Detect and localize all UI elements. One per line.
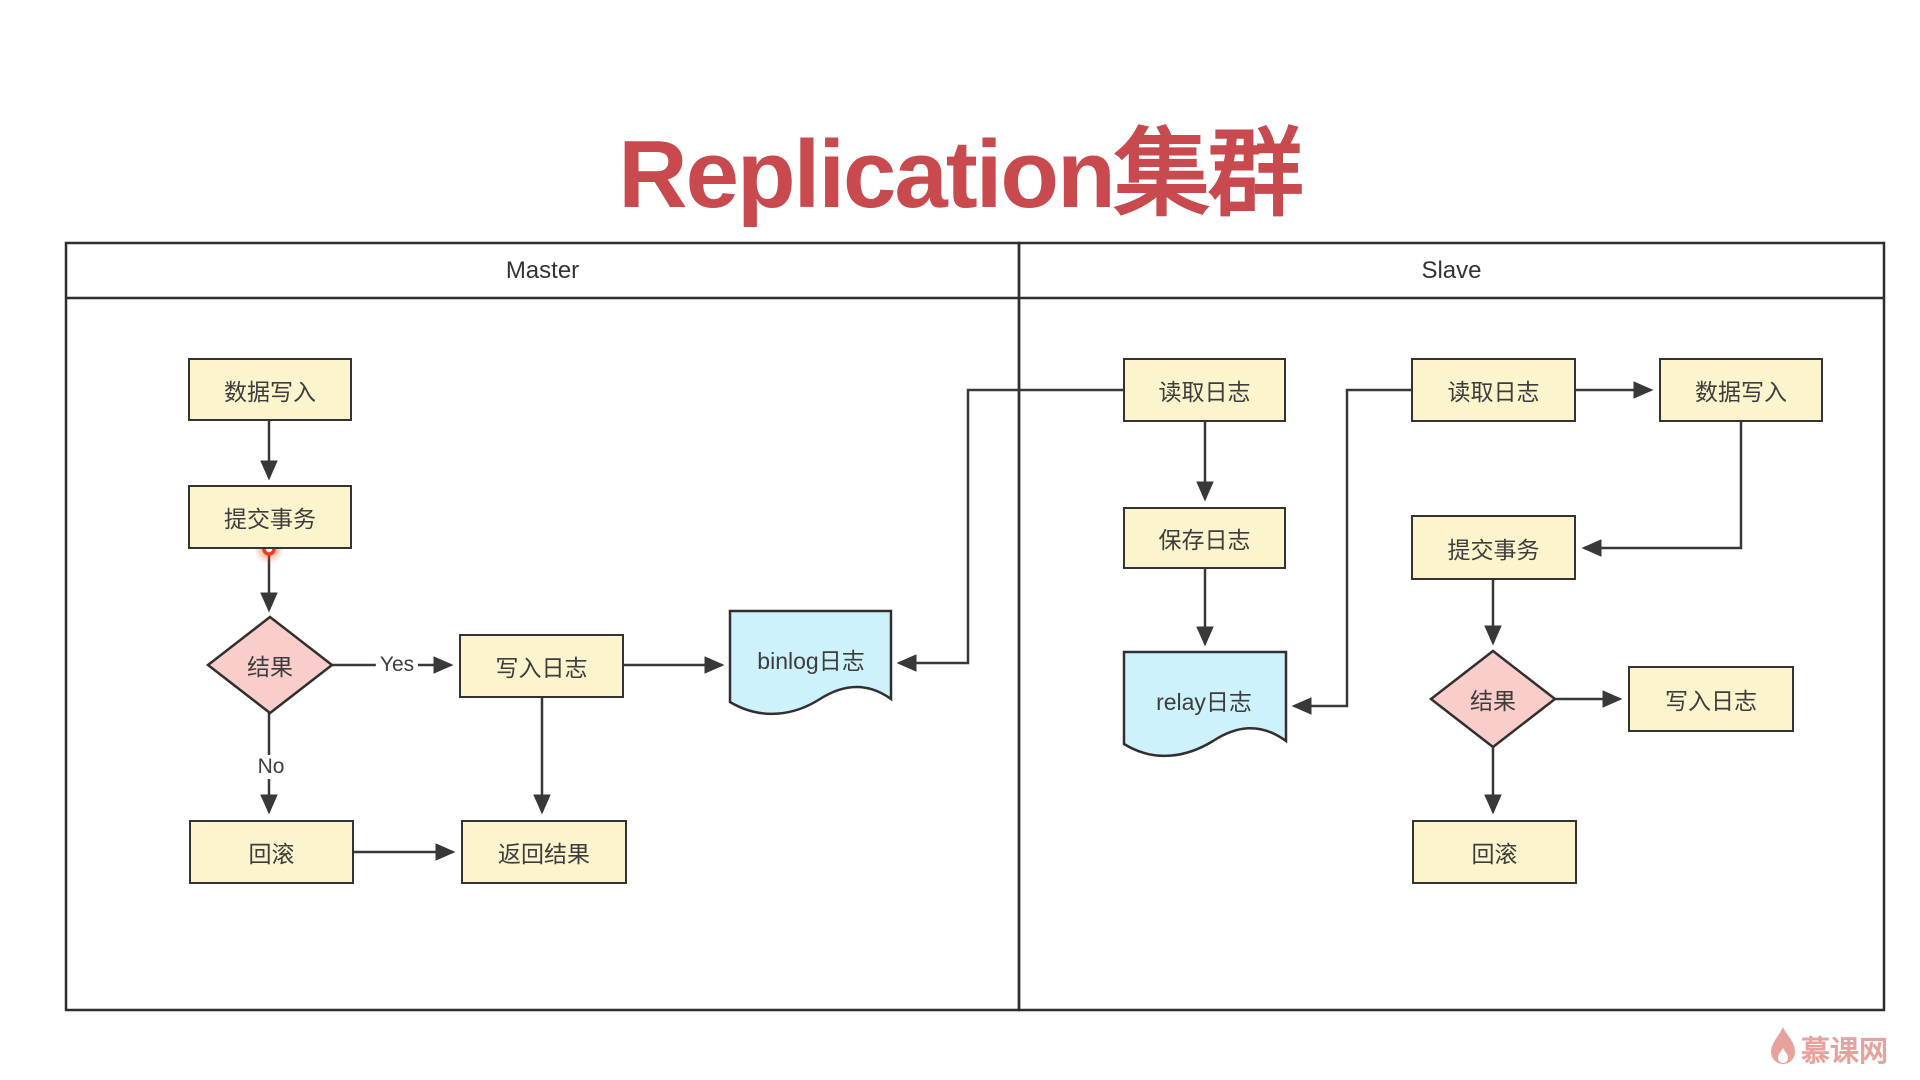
relay-document-shape xyxy=(1122,650,1288,758)
slave-rollback-box: 回滚 xyxy=(1412,820,1577,884)
slave-read-log-right-box: 读取日志 xyxy=(1411,358,1576,422)
slave-write-log-box: 写入日志 xyxy=(1628,666,1794,732)
master-commit-box: 提交事务 xyxy=(188,485,352,549)
slave-result-label: 结果 xyxy=(1470,688,1516,714)
master-write-log-box: 写入日志 xyxy=(459,634,624,698)
connectors xyxy=(260,381,1743,861)
swimlane-frame xyxy=(64,241,1886,1012)
yes-edge-label: Yes xyxy=(375,653,419,677)
watermark-text: 慕课网 xyxy=(1801,1036,1889,1068)
master-data-write-box: 数据写入 xyxy=(188,358,352,421)
flame-icon xyxy=(1771,1027,1795,1064)
master-rollback-box: 回滚 xyxy=(189,820,354,884)
slave-read-log-left-box: 读取日志 xyxy=(1123,358,1286,422)
watermark: 慕课网 xyxy=(1768,1024,1888,1074)
binlog-document-shape xyxy=(728,609,893,716)
relay-document-label: relay日志 xyxy=(1156,689,1252,715)
edge-readlog-relaylog xyxy=(1291,388,1411,715)
slave-commit-box: 提交事务 xyxy=(1411,515,1576,580)
slave-panel xyxy=(1017,241,1886,1012)
master-result-diamond xyxy=(205,615,335,715)
slave-result-diamond xyxy=(1428,649,1558,749)
slave-save-log-box: 保存日志 xyxy=(1123,507,1286,569)
binlog-document-label: binlog日志 xyxy=(757,648,865,674)
page-title: Replication集群 xyxy=(618,121,1303,228)
edge-datawrite-commit-slave xyxy=(1581,422,1743,557)
master-lane-title: Master xyxy=(505,257,580,284)
no-edge-label: No xyxy=(253,755,289,779)
master-return-result-box: 返回结果 xyxy=(461,820,627,884)
edge-readlog-binlog xyxy=(896,388,1123,672)
slave-data-write-box: 数据写入 xyxy=(1659,358,1823,422)
slave-lane-title: Slave xyxy=(1421,257,1482,284)
master-result-label: 结果 xyxy=(247,654,293,680)
